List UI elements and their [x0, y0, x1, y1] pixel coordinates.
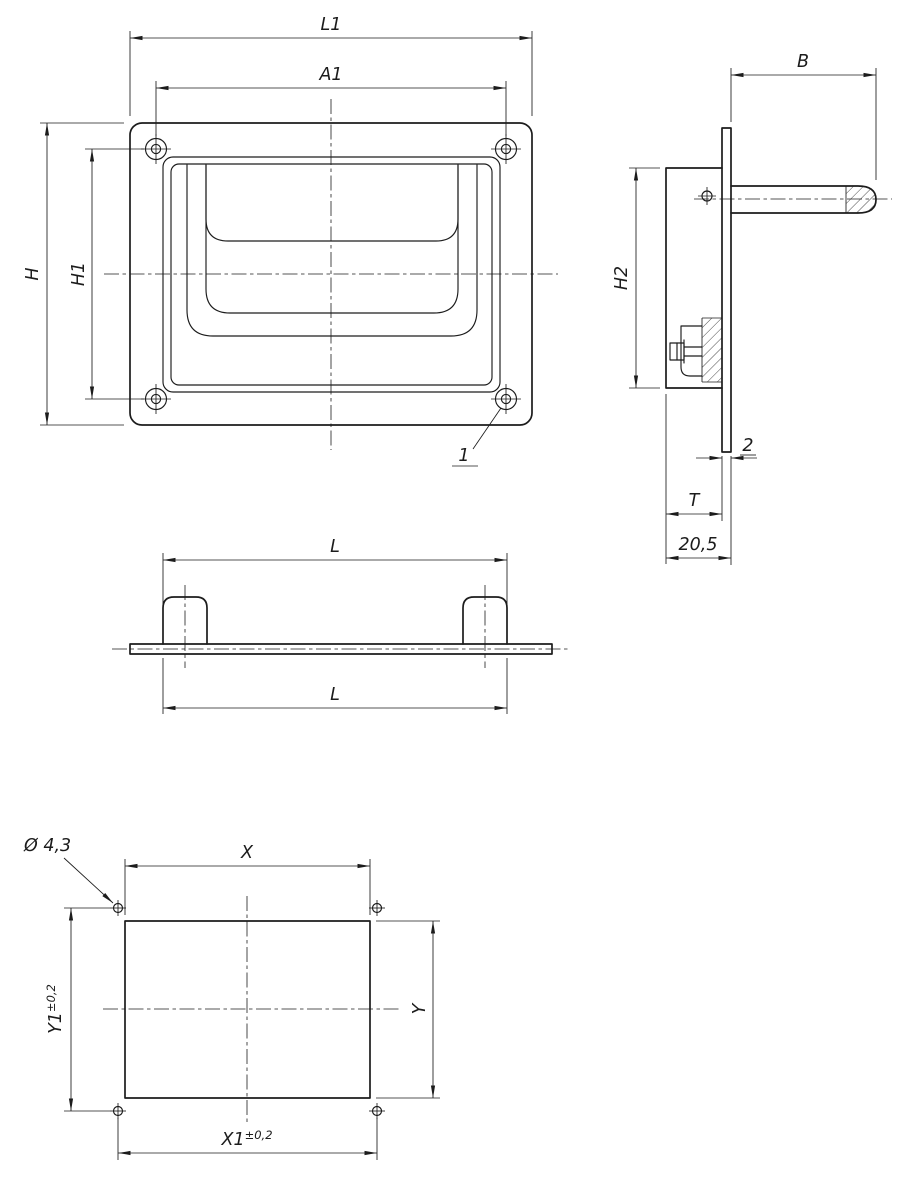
recess-outer-edge	[162, 156, 501, 393]
leader-line	[472, 407, 502, 450]
drill-hole-top-left	[110, 900, 126, 916]
dim-t: T	[665, 394, 722, 564]
tray-body-outline	[665, 167, 723, 389]
dim-y-label: Y	[410, 1002, 430, 1014]
item-reference: 1	[452, 407, 502, 467]
dim-total-depth-label: 20,5	[679, 535, 718, 555]
dim-plate-thickness: 2	[696, 436, 757, 565]
mounting-bracket-detail	[669, 317, 722, 383]
drill-hole-bottom-left	[110, 1103, 126, 1119]
dim-x1-label: X1±0,2	[220, 1128, 272, 1150]
handle-end-right	[462, 596, 508, 645]
leader-line	[63, 857, 114, 904]
flange-plate-section	[721, 127, 732, 453]
dim-l-upper-label: L	[330, 537, 340, 557]
dim-t-label: T	[689, 491, 701, 511]
handle-end-left	[162, 596, 208, 645]
hole-inner	[150, 143, 162, 155]
hole-outer	[144, 387, 168, 411]
screw-hole-top-left	[141, 134, 171, 164]
dim-x1-tolerance: ±0,2	[245, 1128, 273, 1142]
dim-l-lower-label: L	[330, 685, 340, 705]
dim-y1-value: Y1	[46, 1012, 66, 1034]
hole-circle	[371, 1105, 383, 1117]
dim-h-label: H	[23, 267, 43, 280]
dim-a1: A1	[155, 65, 507, 136]
handle-arm-section-hatch	[846, 186, 876, 213]
hole-outer	[494, 387, 518, 411]
hole-circle	[112, 1105, 124, 1117]
dim-x-label: X	[240, 843, 254, 863]
screw-hole-bottom-left	[141, 384, 171, 414]
pivot-circle	[701, 190, 713, 202]
dim-total-depth: 20,5	[666, 535, 731, 561]
flange-plate-edge	[129, 643, 553, 655]
bracket-outline	[680, 325, 703, 377]
dim-a1-label: A1	[318, 65, 342, 85]
dim-y1-label: Y1±0,2	[44, 984, 66, 1034]
hole-inner	[500, 143, 512, 155]
dim-h2: H2	[612, 167, 660, 389]
dim-b: B	[730, 52, 877, 180]
screw-hole-bottom-right	[491, 384, 521, 414]
item-number: 1	[458, 446, 469, 466]
dim-h1-label: H1	[69, 262, 89, 286]
dim-b-label: B	[797, 52, 809, 72]
handle-bail-outer	[186, 164, 478, 337]
hole-outer	[144, 137, 168, 161]
dim-y1: Y1±0,2	[44, 907, 110, 1112]
hole-inner	[150, 393, 162, 405]
hole-circle	[371, 902, 383, 914]
hole-inner	[500, 393, 512, 405]
dim-x1-value: X1	[220, 1130, 244, 1150]
dim-l1-label: L1	[321, 15, 342, 35]
dim-l-lower: L	[162, 658, 508, 714]
handle-crossbar-edge	[205, 164, 459, 242]
dim-y: Y	[376, 920, 440, 1099]
handle-bail-inner	[205, 164, 459, 314]
dim-l-upper: L	[162, 537, 508, 604]
dim-thickness-label: 2	[742, 436, 753, 456]
side-view: B H2 2 T 20,5	[612, 52, 892, 565]
dim-l1: L1	[129, 15, 533, 116]
dim-x1: X1±0,2	[117, 1118, 378, 1160]
top-view: L L	[112, 537, 570, 714]
dim-h1: H1	[69, 148, 144, 400]
dim-x: X	[124, 843, 371, 915]
hole-circle	[112, 902, 124, 914]
bracket-hatch	[702, 318, 722, 382]
screw-hole-top-right	[491, 134, 521, 164]
drill-hole-top-right	[369, 900, 385, 916]
mounting-cutout-view: Ø 4,3 X Y Y1±0,2 X1±0,2	[23, 836, 440, 1160]
front-view: L1 A1 H H1 1	[23, 15, 558, 467]
hole-diameter-callout: Ø 4,3	[23, 836, 114, 904]
hole-diameter-label: Ø 4,3	[23, 836, 71, 856]
flange-outline	[129, 122, 533, 426]
dim-y1-tolerance: ±0,2	[44, 984, 58, 1012]
dim-h2-label: H2	[612, 266, 632, 290]
hole-outer	[494, 137, 518, 161]
pivot-pin	[698, 187, 716, 205]
cutout-outline	[124, 920, 371, 1099]
recess-inner-edge	[170, 163, 493, 386]
drill-hole-bottom-right	[369, 1103, 385, 1119]
dim-h: H	[23, 122, 124, 426]
